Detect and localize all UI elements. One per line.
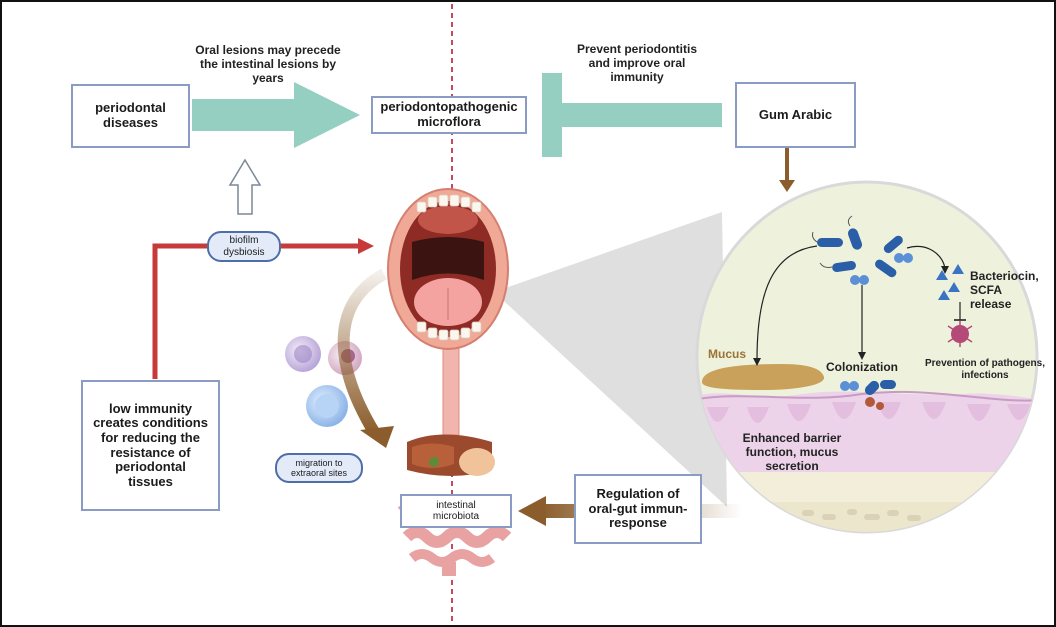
inhibition-bar: [542, 73, 722, 157]
immunity-arrow: [152, 243, 360, 379]
hollow-up-arrow: [228, 158, 262, 215]
periodontal-diseases-box: periodontal diseases: [71, 84, 190, 148]
zoom-cone: [494, 212, 727, 507]
biofilm-dysbiosis-pill: biofilm dysbiosis: [207, 231, 281, 262]
bacteriocin-label: Bacteriocin, SCFA release: [970, 269, 1039, 311]
bacteria-icon: [812, 215, 913, 285]
prevention-label: Prevention of pathogens, infections: [924, 358, 1045, 381]
mucosa-layer: [697, 391, 1037, 472]
bacteriocin-icon: [936, 264, 964, 300]
colonization-label: Colonization: [826, 360, 898, 374]
prevent-note: Prevent periodontitis and improve oral i…: [576, 42, 698, 84]
migration-arrow: [337, 268, 388, 436]
intestinal-microbiota-box: intestinal microbiota: [400, 494, 512, 528]
regulation-box: Regulation of oral-gut immun- response: [574, 474, 702, 544]
colonization-bacteria: [840, 380, 896, 410]
gum-arabic-box: Gum Arabic: [735, 82, 856, 148]
mouth-illustration: [387, 188, 509, 350]
oral-lesions-note: Oral lesions may precede the intestinal …: [195, 43, 341, 85]
barrier-label: Enhanced barrier function, mucus secreti…: [742, 431, 842, 473]
microflora-box: periodontopathogenic microflora: [371, 96, 527, 134]
mucus-layer: [702, 364, 825, 390]
migration-pill: migration to extraoral sites: [275, 453, 363, 483]
low-immunity-box: low immunity creates conditions for redu…: [81, 380, 220, 511]
mucus-label: Mucus: [708, 347, 747, 361]
pathogen-icon: [947, 321, 973, 347]
progression-arrow: [192, 82, 360, 148]
